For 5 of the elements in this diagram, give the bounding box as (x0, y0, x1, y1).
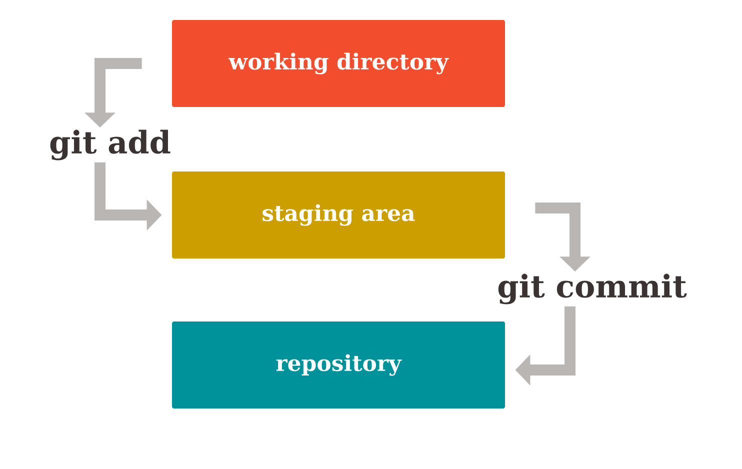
process-box: repository (172, 322, 505, 408)
command-label: git add (50, 130, 170, 160)
process-box: working directory (172, 20, 505, 107)
process-box: staging area (172, 172, 505, 258)
command-label: git commit (498, 274, 687, 304)
